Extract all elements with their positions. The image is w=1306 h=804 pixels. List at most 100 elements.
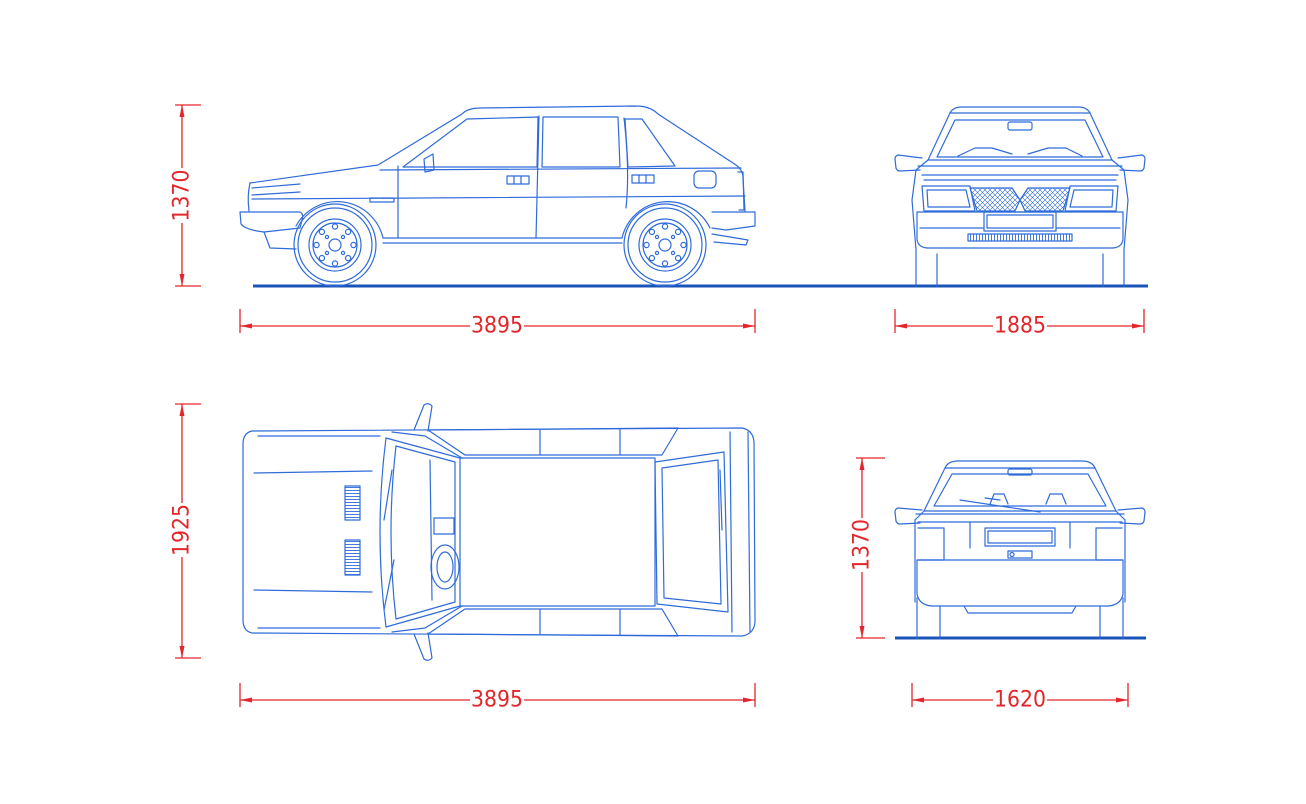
rear-window-glass bbox=[933, 473, 1107, 507]
dimension-rear-track: 1620 bbox=[911, 683, 1129, 713]
tail-light-left bbox=[917, 527, 945, 561]
hood-vent-lower bbox=[344, 539, 361, 576]
hood-vent-upper bbox=[344, 485, 361, 521]
dimension-side-height: 1370 bbox=[170, 104, 201, 287]
windshield-glass bbox=[390, 445, 456, 620]
front-side-window bbox=[402, 116, 539, 168]
windshield-frame bbox=[385, 437, 461, 628]
dashboard bbox=[429, 459, 433, 601]
rear-valance bbox=[711, 233, 749, 246]
rear-view bbox=[894, 460, 1146, 639]
dimension-top-length: 3895 bbox=[239, 683, 756, 713]
dimension-label-front-width: 1885 bbox=[994, 314, 1046, 339]
mirror-bottom bbox=[413, 632, 433, 661]
front-spoiler bbox=[263, 231, 297, 250]
dimension-label-top-length: 3895 bbox=[471, 688, 523, 713]
rear-window-glass bbox=[661, 459, 722, 605]
front-face bbox=[247, 182, 251, 212]
rear-wheel bbox=[623, 203, 707, 287]
rear-window bbox=[654, 451, 729, 613]
hood-creases bbox=[253, 470, 373, 593]
windshield-glass bbox=[936, 119, 1104, 158]
a-pillars bbox=[391, 431, 463, 633]
rear-wiper bbox=[959, 497, 1041, 513]
front-bumper bbox=[916, 211, 1124, 249]
dimension-front-width: 1885 bbox=[894, 309, 1145, 339]
side-marker bbox=[369, 197, 395, 203]
mirror-right bbox=[1117, 507, 1146, 525]
rear-side-window bbox=[541, 116, 621, 168]
hood-edges bbox=[257, 435, 381, 629]
rear-door-handle-divisions bbox=[638, 174, 647, 184]
headlight-left-inner bbox=[926, 189, 971, 208]
body-outline bbox=[249, 105, 746, 212]
rear-license-plate bbox=[984, 527, 1056, 547]
tire-right bbox=[1102, 249, 1125, 287]
windshield-frame bbox=[927, 112, 1113, 161]
mirror-left bbox=[894, 507, 923, 525]
plate-lamp bbox=[1007, 550, 1033, 559]
wipers bbox=[957, 147, 1083, 157]
dimension-side-length: 3895 bbox=[239, 309, 756, 339]
headlight-right bbox=[1064, 185, 1119, 212]
front-wheel bbox=[293, 203, 377, 287]
headlight bbox=[251, 183, 301, 196]
steering-wheel-hub bbox=[436, 551, 454, 583]
side-mirror bbox=[423, 153, 435, 173]
dimension-label-side-height: 1370 bbox=[170, 170, 195, 222]
license-plate-inner bbox=[986, 214, 1054, 229]
grille-left bbox=[969, 187, 1021, 212]
tire-right bbox=[1099, 597, 1124, 639]
roof bbox=[459, 457, 656, 607]
belt-line bbox=[379, 167, 742, 171]
tire-left bbox=[915, 249, 938, 287]
front-wheel-arch bbox=[295, 201, 384, 239]
dimension-label-side-length: 3895 bbox=[471, 314, 523, 339]
rear-wheel-arch bbox=[621, 201, 711, 239]
sill bbox=[382, 237, 623, 244]
roof bbox=[949, 106, 1091, 114]
mirror-top bbox=[413, 403, 433, 432]
side-windows-top bbox=[427, 427, 679, 456]
mirror-left bbox=[894, 154, 923, 172]
license-plate bbox=[983, 211, 1057, 232]
rear-bumper bbox=[711, 211, 756, 231]
tailgate-edge bbox=[729, 431, 751, 633]
headrests bbox=[989, 493, 1067, 505]
dimension-top-width: 1925 bbox=[170, 403, 201, 659]
rear-door-handle bbox=[631, 174, 655, 184]
instrument-box bbox=[433, 517, 455, 535]
front-view bbox=[894, 106, 1146, 287]
front-door-handle bbox=[506, 175, 530, 185]
body-crease bbox=[251, 195, 746, 200]
body-sides bbox=[914, 510, 1126, 603]
dimension-rear-height: 1370 bbox=[850, 457, 885, 639]
rear-license-plate-inner bbox=[987, 530, 1053, 544]
headlight-right-inner bbox=[1069, 189, 1114, 208]
tail-light-right bbox=[1095, 527, 1123, 561]
lock bbox=[1009, 551, 1015, 558]
dimension-label-top-width: 1925 bbox=[170, 504, 195, 556]
rear-wiper bbox=[719, 469, 723, 531]
hood-edge bbox=[917, 165, 1123, 181]
lower-intake bbox=[967, 233, 1073, 242]
b-pillar bbox=[535, 115, 540, 239]
wipers bbox=[383, 469, 395, 611]
side-windows-bottom bbox=[427, 608, 679, 637]
tailgate-lines bbox=[915, 513, 1125, 549]
dimension-label-rear-track: 1620 bbox=[994, 688, 1046, 713]
steering-wheel bbox=[430, 544, 460, 590]
rearview-mirror bbox=[1007, 121, 1033, 131]
mirror-right bbox=[1117, 154, 1146, 172]
rear-bumper bbox=[916, 559, 1124, 607]
rear-window-frame bbox=[923, 467, 1117, 512]
body-sides bbox=[911, 159, 1129, 251]
quarter-window bbox=[624, 118, 676, 168]
body-outline bbox=[242, 427, 756, 637]
roof bbox=[944, 460, 1096, 469]
top-view bbox=[242, 403, 756, 661]
tire-left bbox=[916, 597, 941, 639]
grille-right bbox=[1019, 187, 1071, 212]
fuel-cap bbox=[693, 170, 717, 189]
